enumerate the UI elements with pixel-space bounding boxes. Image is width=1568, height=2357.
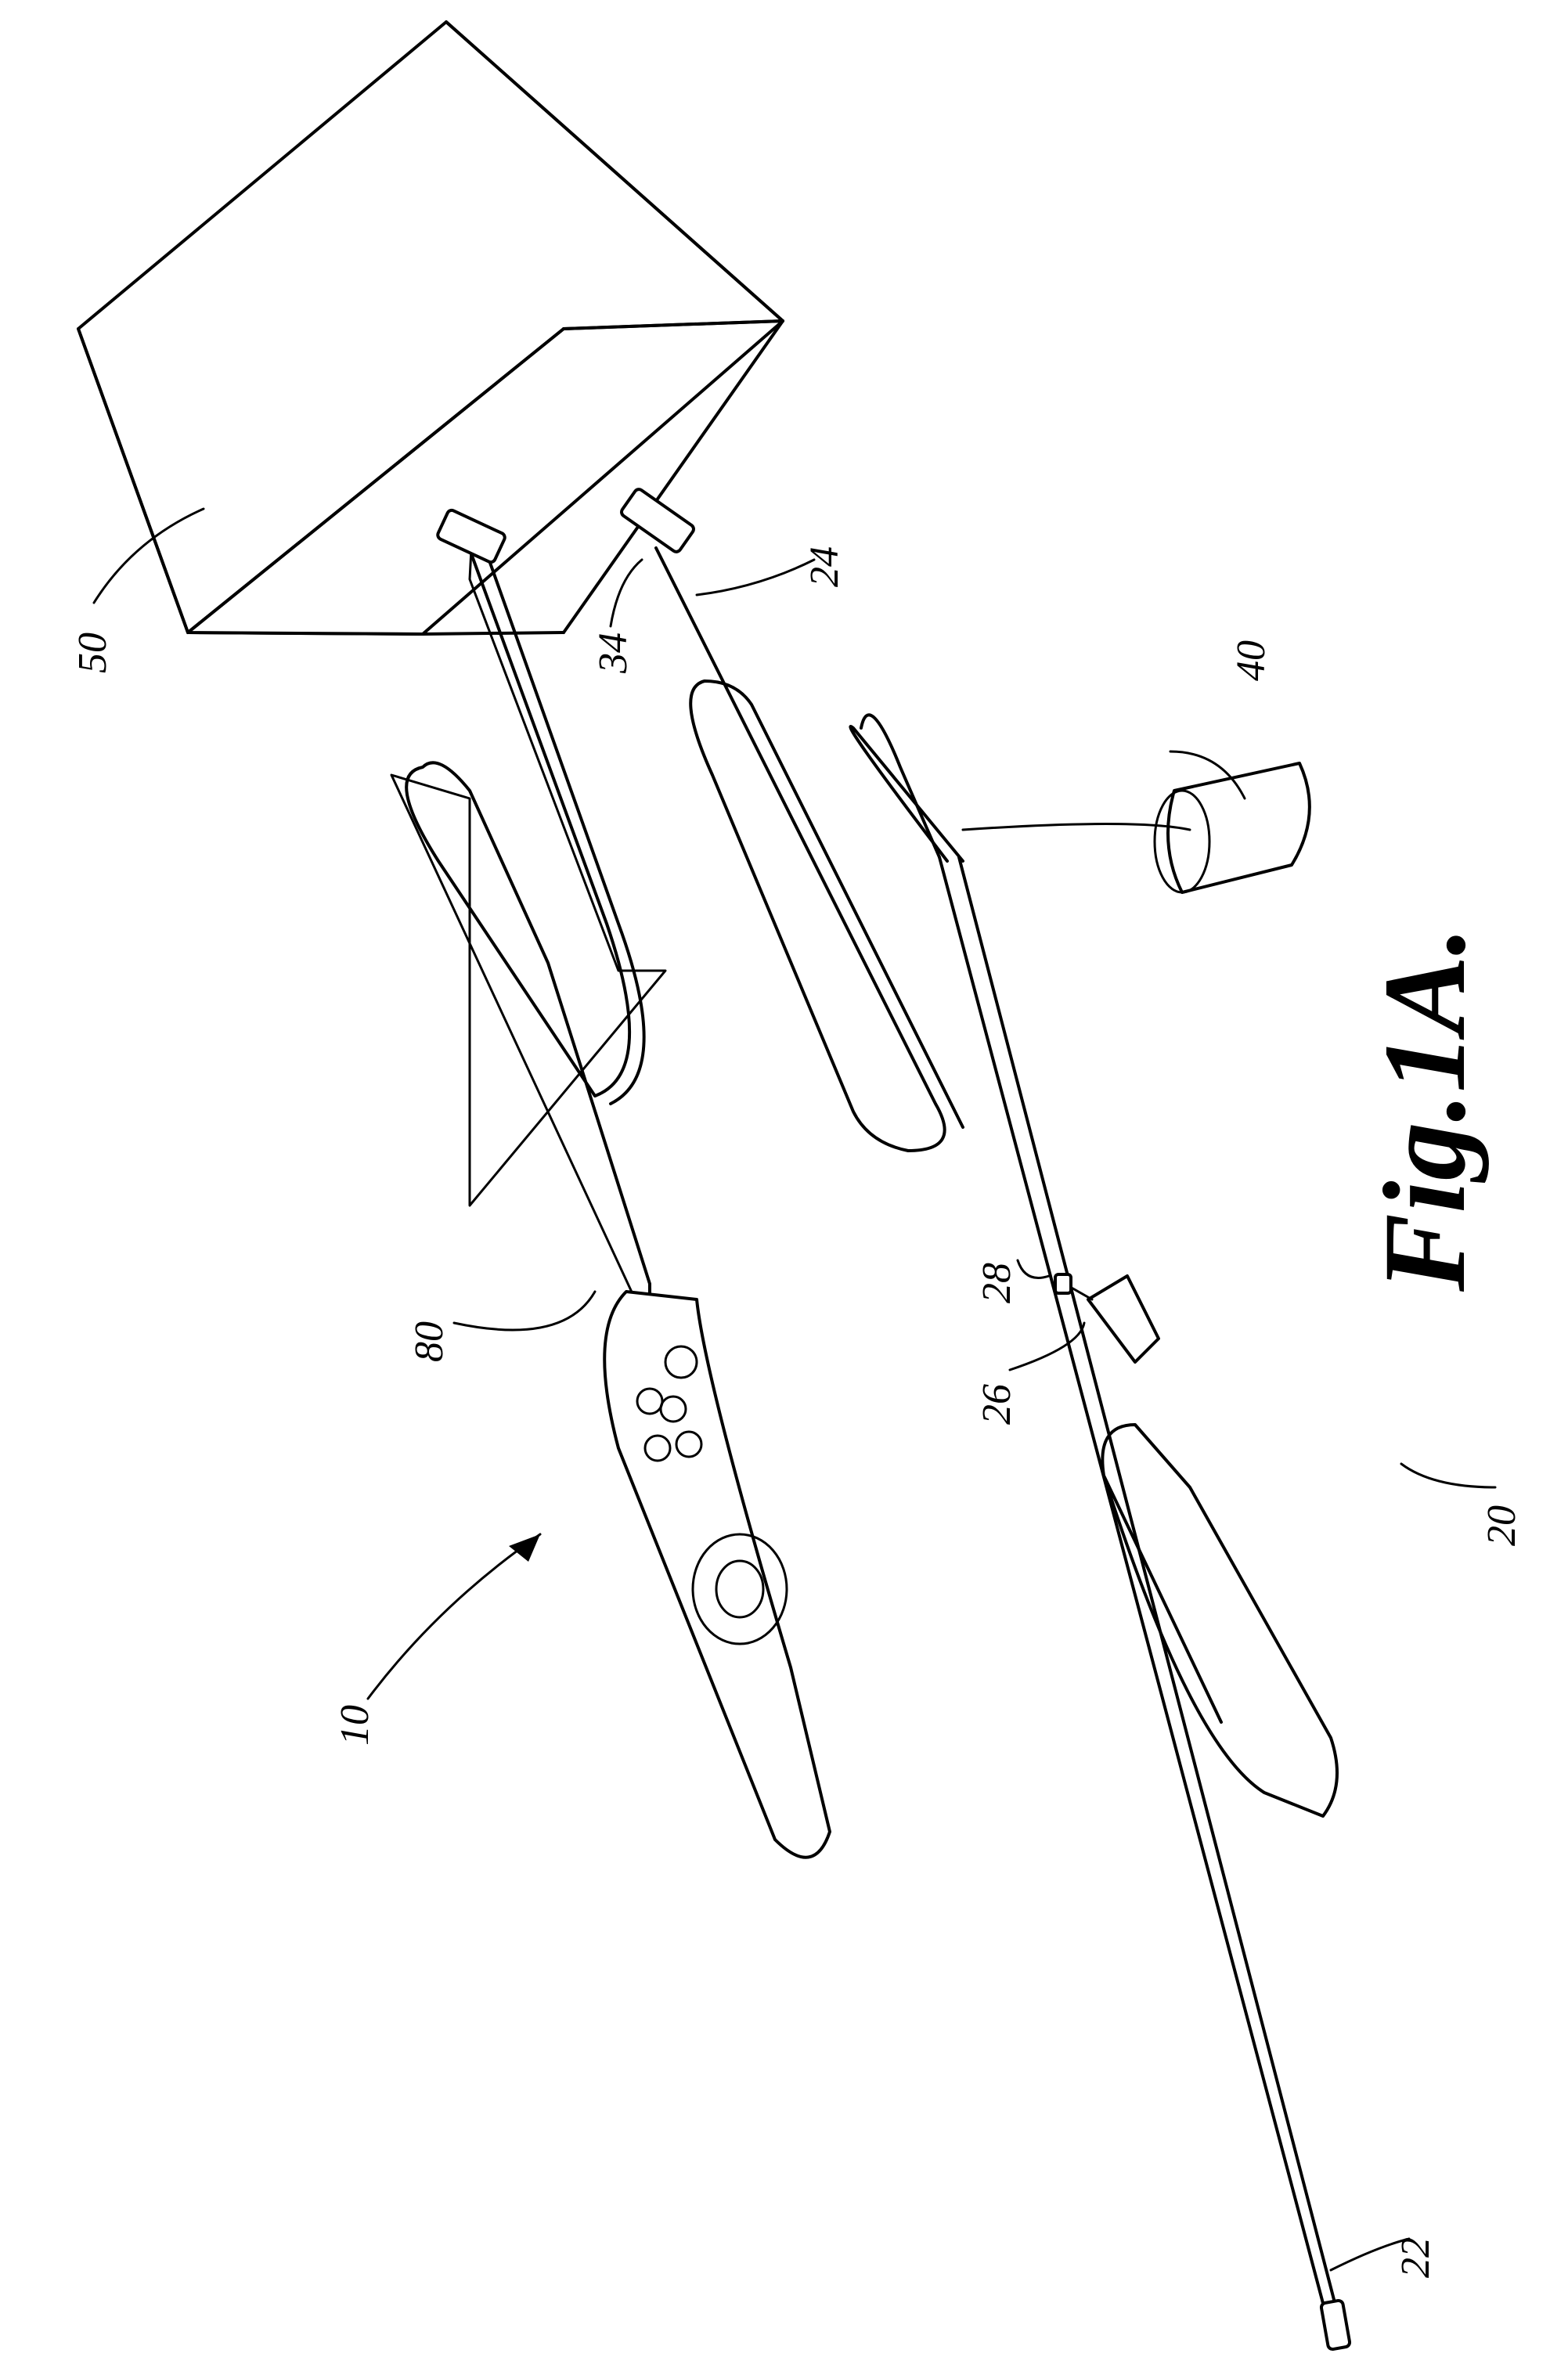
figure-caption: Fig.1A. [1360,926,1490,1292]
cable-connector [620,488,695,553]
label-10: 10 [333,1705,377,1746]
button-icon [659,1395,687,1423]
label-20: 20 [1480,1505,1524,1546]
controller-plug [436,508,506,564]
catheter-cable [654,546,964,1152]
leader-lines [92,507,1497,2272]
label-28: 28 [975,1263,1019,1303]
console-box [77,20,784,636]
label-80: 80 [407,1321,452,1362]
thumbwheel-icon [691,1533,788,1645]
label-40: 40 [1229,640,1274,681]
reservoir [961,762,1311,894]
catheter-shaft [849,713,1344,2334]
hub [1054,1273,1160,1364]
catheter-tip [1319,2298,1352,2352]
label-34: 34 [591,632,636,674]
label-24: 24 [802,546,847,587]
controller-cable [390,548,667,1332]
label-22: 22 [1393,2237,1438,2278]
button-icon [664,1345,698,1379]
label-26: 26 [975,1384,1019,1425]
button-icon [643,1434,672,1462]
label-50: 50 [70,632,115,673]
handheld-controller [603,1290,831,1859]
button-icon [675,1430,703,1458]
